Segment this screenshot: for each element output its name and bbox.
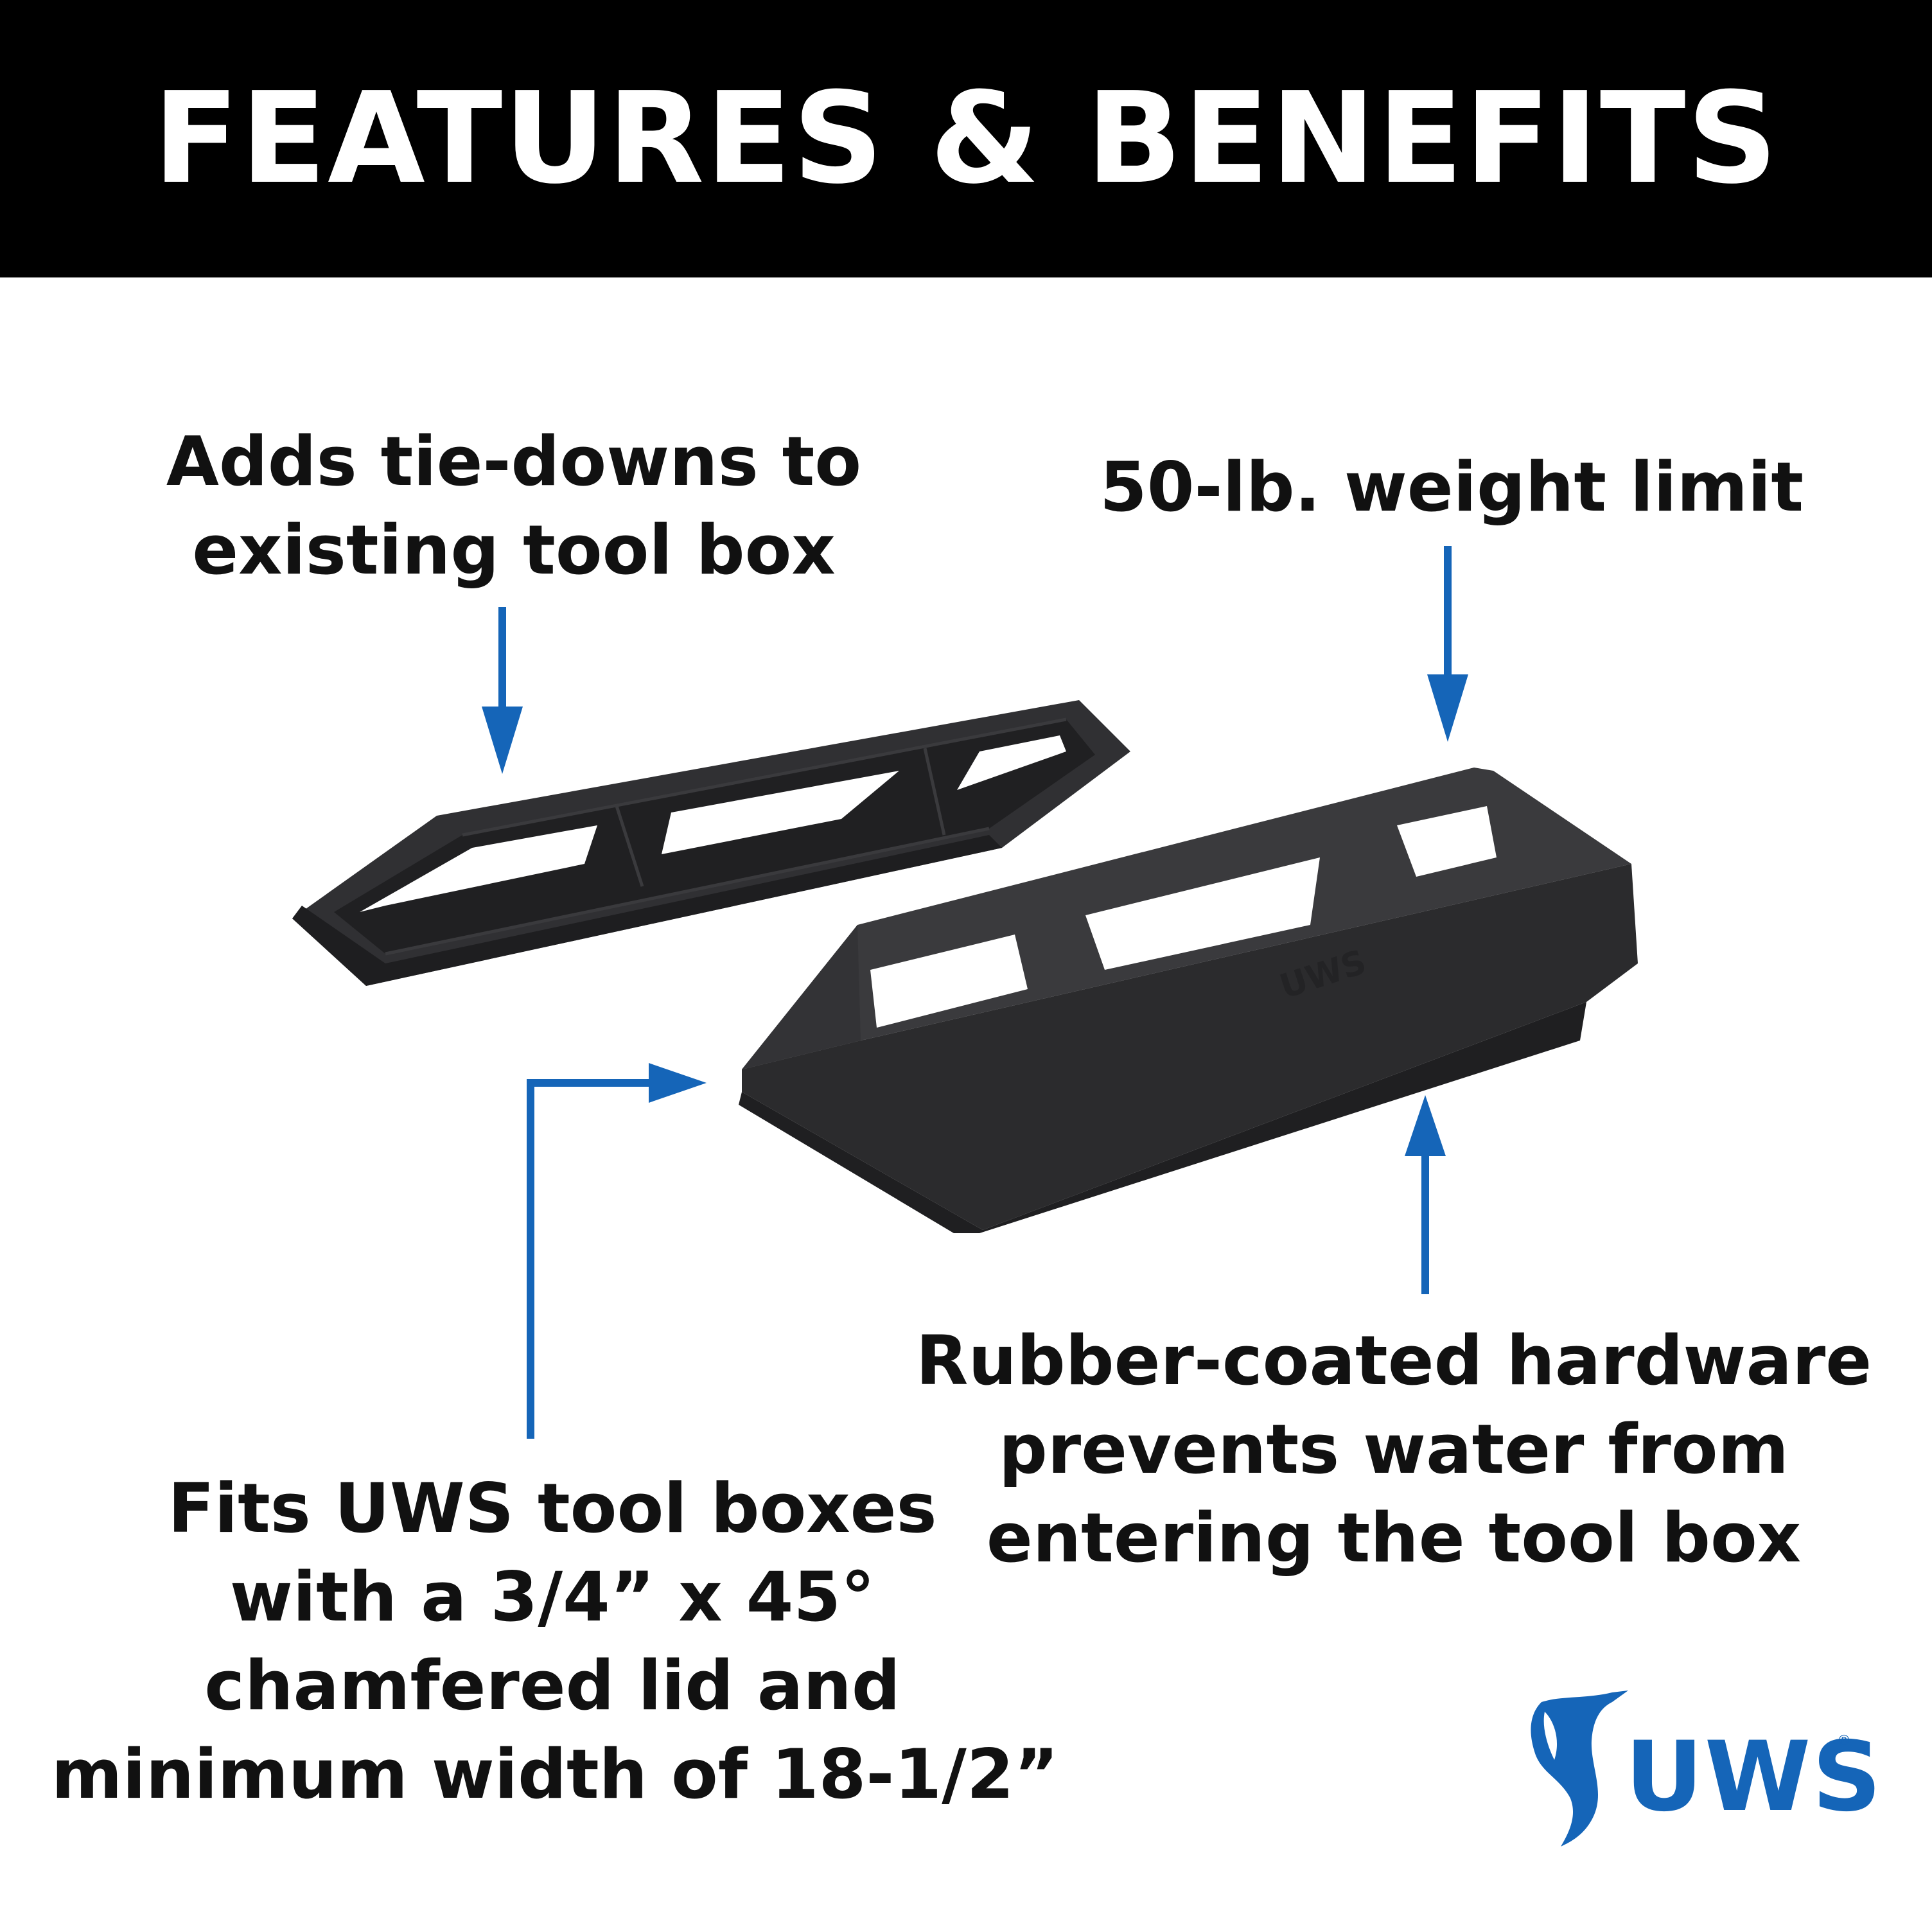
callout-line: chamfered lid and bbox=[204, 1646, 900, 1725]
callout-line: Adds tie-downs to bbox=[166, 422, 862, 501]
callout-line: Fits UWS tool boxes bbox=[168, 1469, 937, 1548]
uws-logo: UWS ® bbox=[1516, 1683, 1881, 1850]
callout-line: minimum width of 18-1/2” bbox=[51, 1735, 1059, 1814]
arrow-down-icon bbox=[482, 607, 523, 774]
registered-mark: ® bbox=[1837, 1733, 1851, 1749]
callout-weight-limit: 50-lb. weight limit bbox=[1053, 443, 1850, 532]
header-bar: FEATURES & BENEFITS bbox=[0, 0, 1932, 277]
arrow-right-icon bbox=[527, 1063, 707, 1439]
callout-rubber-hardware: Rubber-coated hardware prevents water fr… bbox=[899, 1317, 1888, 1583]
page-title: FEATURES & BENEFITS bbox=[153, 66, 1779, 212]
callout-line: 50-lb. weight limit bbox=[1099, 448, 1804, 527]
callout-tie-downs: Adds tie-downs to existing tool box bbox=[128, 417, 899, 595]
callout-line: with a 3/4” x 45° bbox=[229, 1558, 875, 1637]
callout-line: entering the tool box bbox=[986, 1498, 1802, 1577]
callout-fits-tool-boxes: Fits UWS tool boxes with a 3/4” x 45° ch… bbox=[51, 1464, 1059, 1819]
callout-line: Rubber-coated hardware bbox=[915, 1321, 1872, 1400]
callout-line: prevents water from bbox=[998, 1410, 1789, 1489]
arrow-down-icon bbox=[1427, 546, 1468, 742]
bracket-bottom-view bbox=[292, 700, 1130, 986]
arrow-up-icon bbox=[1405, 1095, 1446, 1294]
callout-line: existing tool box bbox=[192, 511, 836, 590]
logo-text: UWS bbox=[1625, 1721, 1883, 1833]
sailfish-icon bbox=[1531, 1690, 1628, 1847]
bracket-top-view: UWS bbox=[739, 768, 1638, 1233]
